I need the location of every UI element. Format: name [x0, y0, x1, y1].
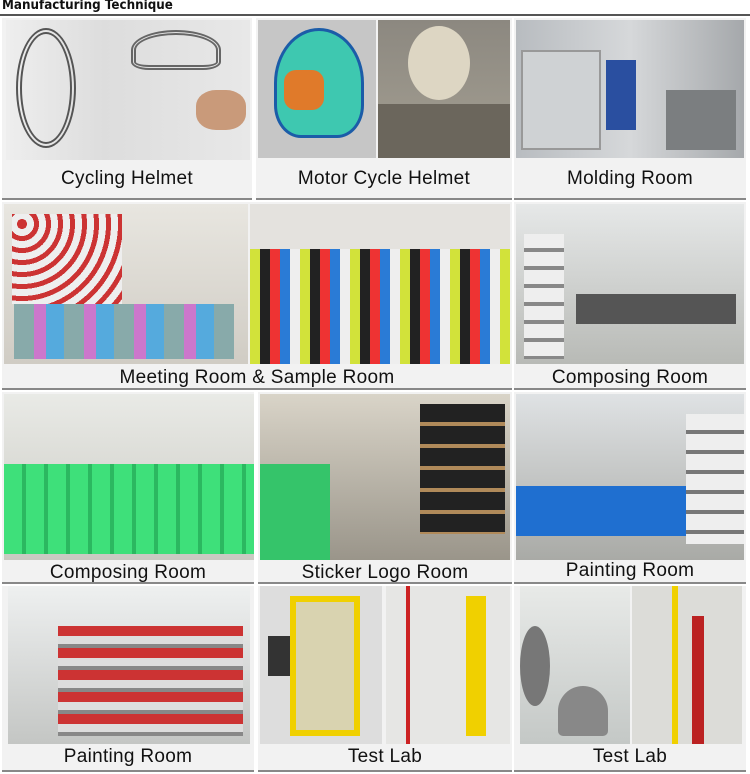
section-caption: Motor Cycle Helmet — [297, 168, 471, 189]
composing-room-photo — [516, 204, 744, 364]
section-test-lab-1: Test Lab — [258, 586, 512, 772]
section-painting-room-1: Painting Room — [514, 392, 746, 584]
section-sticker-logo-room: Sticker Logo Room — [258, 392, 512, 584]
test-lab-drop-tester-photo — [386, 586, 510, 744]
section-caption: Painting Room — [63, 746, 193, 767]
section-caption: Composing Room — [551, 367, 709, 388]
test-lab-machine-photo — [260, 586, 382, 744]
section-test-lab-2: Test Lab — [514, 586, 746, 772]
painting-room-shelves-photo — [8, 586, 250, 744]
section-caption: Test Lab — [347, 746, 423, 767]
section-caption: Test Lab — [592, 746, 668, 767]
section-caption: Molding Room — [566, 168, 694, 189]
section-composing-room-1: Composing Room — [514, 202, 746, 390]
page-title: Manufacturing Technique — [2, 0, 173, 13]
sticker-logo-room-photo — [260, 394, 510, 560]
painting-room-photo — [516, 394, 744, 560]
section-motor-cycle-helmet: Motor Cycle Helmet — [256, 18, 512, 200]
test-lab-impact-tester-photo — [632, 586, 742, 744]
cycling-helmet-sketch-photo — [6, 20, 250, 160]
header: Manufacturing Technique — [0, 0, 750, 16]
section-caption: Sticker Logo Room — [301, 562, 469, 583]
section-meeting-sample-room: Meeting Room & Sample Room — [2, 202, 512, 390]
section-painting-room-2: Painting Room — [2, 586, 254, 772]
section-caption: Cycling Helmet — [61, 168, 193, 189]
composing-room-green-photo — [4, 394, 254, 560]
section-composing-room-2: Composing Room — [2, 392, 254, 584]
helmet-mold-photo — [378, 20, 510, 158]
test-lab-chamber-photo — [520, 586, 630, 744]
section-molding-room: Molding Room — [514, 18, 746, 200]
helmet-cad-photo — [258, 20, 376, 158]
sample-room-photo — [250, 204, 510, 364]
section-cycling-helmet: Cycling Helmet — [2, 18, 252, 200]
section-caption: Meeting Room & Sample Room — [119, 367, 395, 388]
section-caption: Composing Room — [49, 562, 207, 583]
meeting-room-photo — [4, 204, 248, 364]
molding-room-photo — [516, 20, 744, 158]
section-caption: Painting Room — [565, 560, 695, 581]
